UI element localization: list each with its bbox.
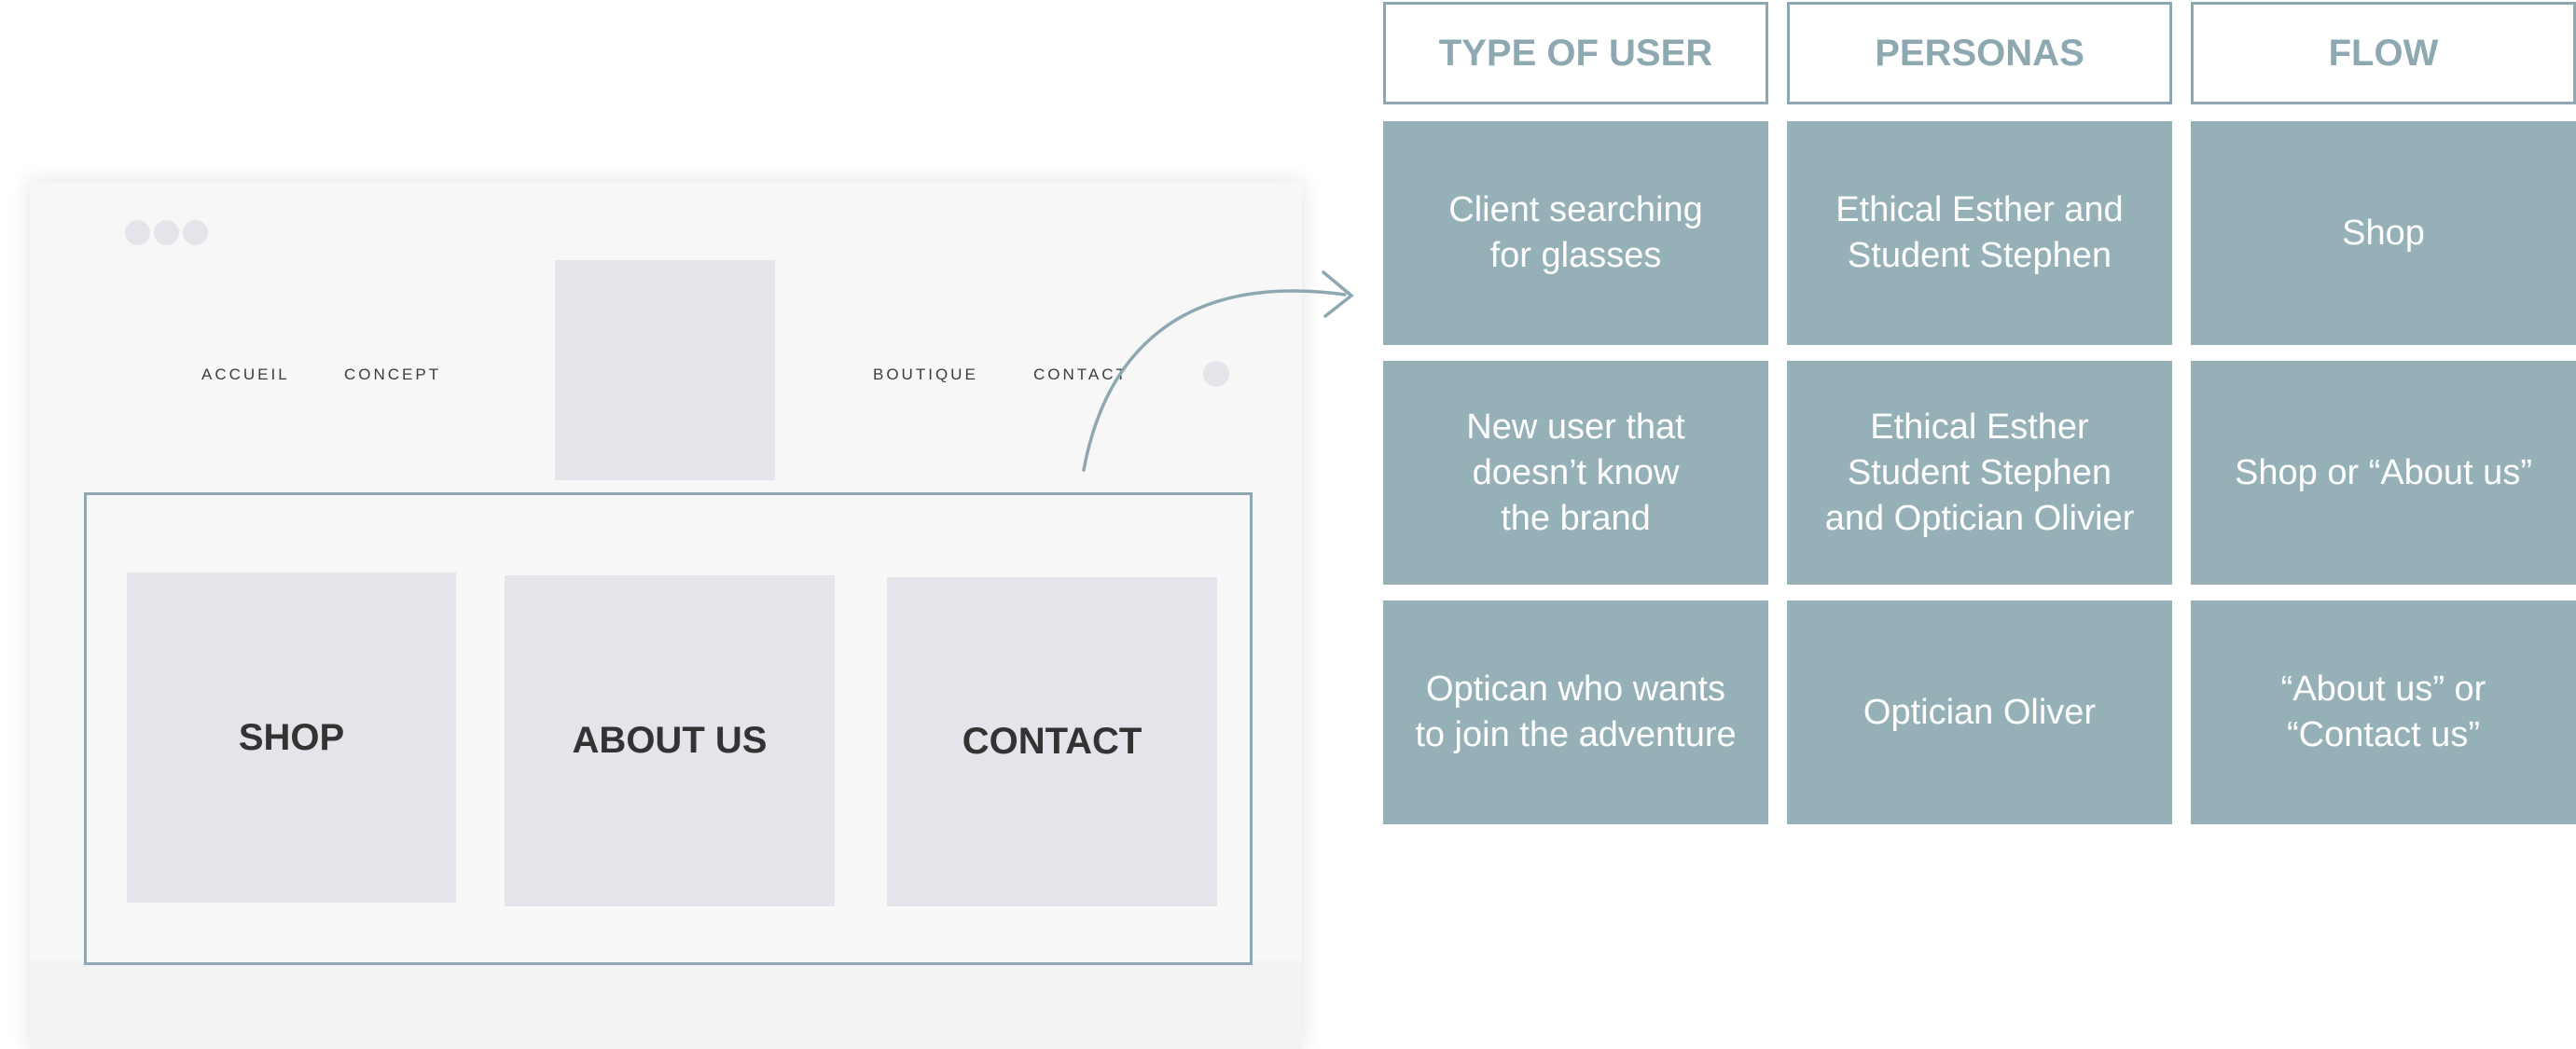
nav-link-boutique[interactable]: BOUTIQUE — [873, 366, 978, 383]
table-cell: Ethical Esther Student Stephen and Optic… — [1787, 361, 2172, 585]
nav-link-accueil[interactable]: ACCUEIL — [201, 366, 290, 383]
nav-link-contact[interactable]: CONTACT — [1033, 366, 1129, 383]
table-cell: Optician Oliver — [1787, 600, 2172, 824]
header-type-of-user: TYPE OF USER — [1383, 2, 1768, 104]
arrow-head-icon — [1322, 270, 1354, 318]
table-cell: Shop or “About us” — [2191, 361, 2576, 585]
table-cell: Optican who wants to join the adventure — [1383, 600, 1768, 824]
table-cell: Client searching for glasses — [1383, 121, 1768, 345]
header-flow: FLOW — [2191, 2, 2576, 104]
window-dot-icon[interactable] — [183, 220, 208, 245]
footer-band — [30, 960, 1302, 1049]
header-personas: PERSONAS — [1787, 2, 2172, 104]
table-cell: New user that doesn’t know the brand — [1383, 361, 1768, 585]
window-dot-icon[interactable] — [154, 220, 179, 245]
tile-shop[interactable]: SHOP — [127, 573, 456, 903]
logo-placeholder[interactable] — [555, 260, 775, 480]
window-controls — [125, 220, 208, 245]
cart-icon[interactable] — [1203, 361, 1229, 387]
table-cell: “About us” or “Contact us” — [2191, 600, 2576, 824]
window-dot-icon[interactable] — [125, 220, 150, 245]
table-cell: Shop — [2191, 121, 2576, 345]
tile-about-us[interactable]: ABOUT US — [505, 575, 835, 906]
tile-contact[interactable]: CONTACT — [887, 577, 1217, 906]
nav-link-concept[interactable]: CONCEPT — [344, 366, 442, 383]
table-cell: Ethical Esther and Student Stephen — [1787, 121, 2172, 345]
